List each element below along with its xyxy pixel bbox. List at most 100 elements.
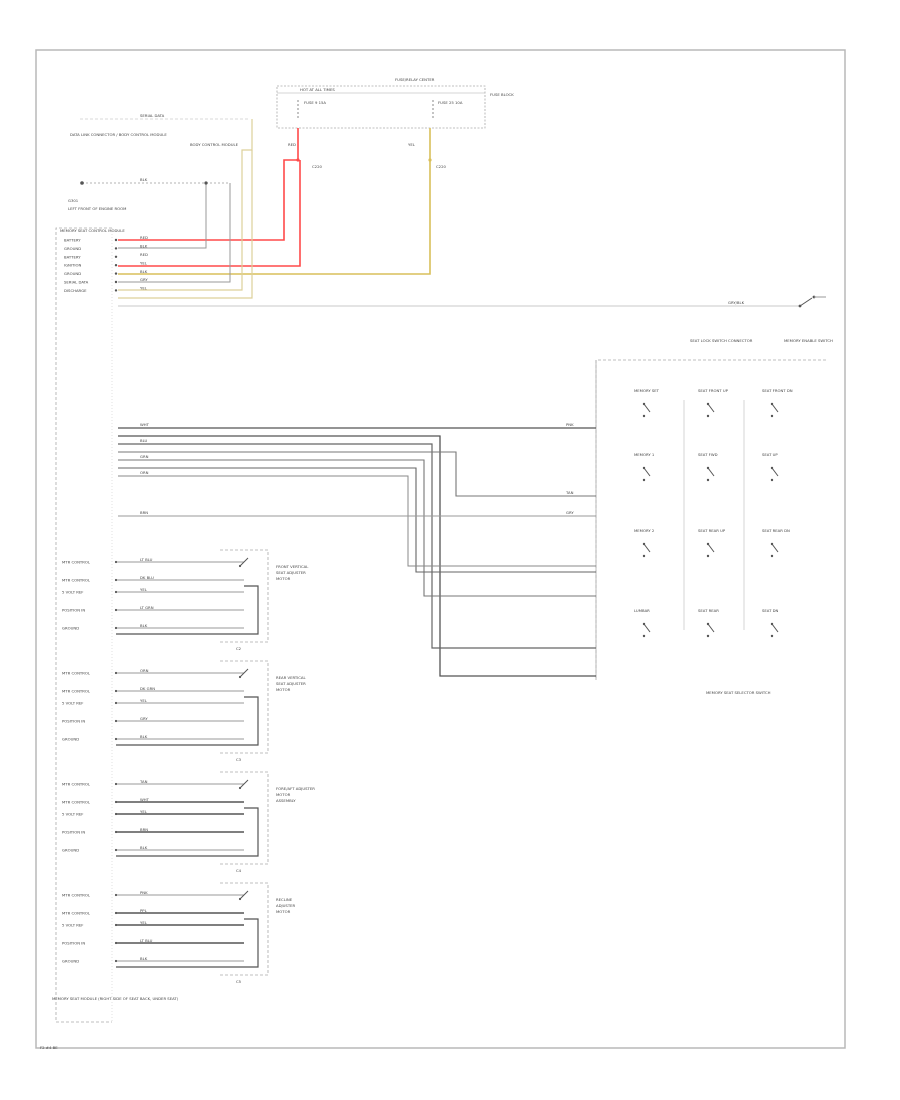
top-left-references: SERIAL DATA DATA LINK CONNECTOR / BODY C… bbox=[68, 113, 250, 211]
module-pin-terminal bbox=[114, 264, 118, 267]
motor-pin-label: POSITION IN bbox=[62, 608, 85, 613]
ignition-fuse-label: FUSE 25 10A bbox=[438, 100, 463, 105]
selector-switch: SEAT FRONT DN bbox=[762, 388, 793, 418]
ground-wire-label: BLK bbox=[140, 177, 148, 182]
bus-wire-2: BLU bbox=[140, 438, 148, 443]
page-id: F2 #4 BE bbox=[40, 1045, 58, 1050]
memory-enable-switch: GRY/BLK SEAT LOCK SWITCH CONNECTOR MEMOR… bbox=[690, 295, 833, 343]
module-pin-wire: GRY bbox=[140, 277, 148, 282]
ignition-fuse: FUSE 25 10A bbox=[432, 100, 463, 118]
module-pin-terminal bbox=[114, 238, 118, 242]
module-pin-terminal bbox=[114, 289, 118, 292]
fuse-relay-center: HOT AT ALL TIMES FUSE/RELAY CENTER FUSE … bbox=[276, 77, 514, 169]
module-footer-label: MEMORY SEAT MODULE (RIGHT SIDE OF SEAT B… bbox=[52, 996, 179, 1001]
motor-wire-color: DK GRN bbox=[140, 686, 155, 691]
switch-label: LUMBAR bbox=[634, 608, 650, 613]
motor-wire-color: PPL bbox=[140, 908, 148, 913]
power-fuse: FUSE 9 15A bbox=[297, 100, 326, 118]
selector-switch: SEAT REAR bbox=[698, 608, 719, 638]
motor-wire-color: LT GRN bbox=[140, 605, 154, 610]
motor-connector: C3 bbox=[236, 757, 242, 762]
motor-label: FORE/AFT ADJUSTER bbox=[276, 786, 315, 791]
bus-wire-7: TAN bbox=[565, 490, 574, 495]
motor-pin-label: MTR CONTROL bbox=[62, 800, 91, 805]
motor-wire-color: YEL bbox=[140, 587, 148, 592]
motor-pin-label: MTR CONTROL bbox=[62, 911, 91, 916]
fuse-block-label: FUSE BLOCK bbox=[490, 92, 514, 97]
module-pin-terminal bbox=[114, 255, 118, 258]
motor-wire-color: YEL bbox=[140, 920, 148, 925]
switch-label: SEAT FWD bbox=[698, 452, 718, 457]
motor-label: ADJUSTER bbox=[276, 903, 296, 908]
motor-wire-color: YEL bbox=[140, 698, 148, 703]
motor-wire-color: DK BLU bbox=[140, 575, 154, 580]
motor-pin-label: MTR CONTROL bbox=[62, 671, 91, 676]
switch-label: SEAT REAR UP bbox=[698, 528, 726, 533]
bus-wire-4: ORN bbox=[140, 470, 149, 475]
body-module-note: BODY CONTROL MODULE bbox=[190, 142, 239, 147]
ground-point bbox=[80, 181, 84, 185]
lock-switch-label: SEAT LOCK SWITCH CONNECTOR bbox=[690, 338, 753, 343]
power-fuse-label: FUSE 9 15A bbox=[304, 100, 326, 105]
module-pin-wire: YEL bbox=[140, 260, 148, 265]
module-pin-wire: BLK bbox=[140, 269, 148, 274]
selector-switch-caption: MEMORY SEAT SELECTOR SWITCH bbox=[706, 690, 771, 695]
module-pin-wire: RED bbox=[140, 252, 148, 257]
switch-label: SEAT FRONT UP bbox=[698, 388, 729, 393]
module-pin-wire: BLK bbox=[140, 244, 148, 249]
bus-wire-8: GRY bbox=[566, 510, 574, 515]
motor-wire-color: LT BLU bbox=[140, 938, 153, 943]
motor-pin-label: POSITION IN bbox=[62, 830, 85, 835]
motor-pin-label: GROUND bbox=[62, 737, 79, 742]
module-pin-terminal bbox=[114, 280, 118, 284]
motor-wire-color: YEL bbox=[140, 809, 148, 814]
ground-id: G301 bbox=[68, 198, 79, 203]
switch-label: MEMORY 2 bbox=[634, 528, 655, 533]
red-wire-label: RED bbox=[288, 142, 296, 147]
top-wire-label: GRY/BLK bbox=[728, 300, 745, 305]
switch-label: SEAT DN bbox=[762, 608, 779, 613]
motor-pin-label: 5 VOLT REF bbox=[62, 701, 83, 706]
serial-data-note: DATA LINK CONNECTOR / BODY CONTROL MODUL… bbox=[70, 132, 167, 137]
motor-label: FRONT VERTICAL bbox=[276, 564, 309, 569]
motor-wire-color: BLK bbox=[140, 956, 148, 961]
motor-wire-color: ORN bbox=[140, 668, 149, 673]
module-pin-label: IGNITION bbox=[64, 263, 81, 268]
bus-wire-3: GRN bbox=[140, 454, 149, 459]
module-pin-wire: RED bbox=[140, 235, 148, 240]
switch-label: MEMORY 1 bbox=[634, 452, 655, 457]
module-outline bbox=[55, 227, 112, 1023]
motor-connector: C4 bbox=[236, 868, 242, 873]
motor-label: MOTOR bbox=[276, 792, 291, 797]
yel-wire-pin: C220 bbox=[436, 164, 446, 169]
motor-label: SEAT ADJUSTER bbox=[276, 570, 306, 575]
motor-return-wire bbox=[116, 918, 259, 968]
motor-label: MOTOR bbox=[276, 909, 291, 914]
motor-label: RECLINE bbox=[276, 897, 293, 902]
motor-pin-label: GROUND bbox=[62, 848, 79, 853]
selector-switch: SEAT REAR UP bbox=[698, 528, 726, 558]
switch-label: MEMORY SET bbox=[634, 388, 660, 393]
motor-return-wire bbox=[116, 807, 259, 857]
selector-switch: LUMBAR bbox=[634, 608, 651, 638]
ground-wire-2 bbox=[118, 183, 231, 283]
motor-pin-label: GROUND bbox=[62, 626, 79, 631]
motor-label: MOTOR bbox=[276, 687, 291, 692]
serial-data-label: SERIAL DATA bbox=[140, 113, 165, 118]
selector-switch: SEAT UP bbox=[762, 452, 778, 482]
bus-wire-6: PNK bbox=[566, 422, 574, 427]
motor-wire-color: PNK bbox=[140, 890, 148, 895]
motor-connector: C5 bbox=[236, 979, 242, 984]
motor-wire-color: LT BLU bbox=[140, 557, 153, 562]
module-note: MEMORY SEAT CONTROL MODULE bbox=[60, 228, 125, 233]
switch-label: SEAT FRONT DN bbox=[762, 388, 793, 393]
fuse-box-subtitle: FUSE/RELAY CENTER bbox=[395, 77, 435, 82]
motor-pin-label: GROUND bbox=[62, 959, 79, 964]
selector-switch: MEMORY 2 bbox=[634, 528, 655, 558]
motor-pin-label: MTR CONTROL bbox=[62, 578, 91, 583]
battery-feed-2 bbox=[118, 160, 301, 267]
